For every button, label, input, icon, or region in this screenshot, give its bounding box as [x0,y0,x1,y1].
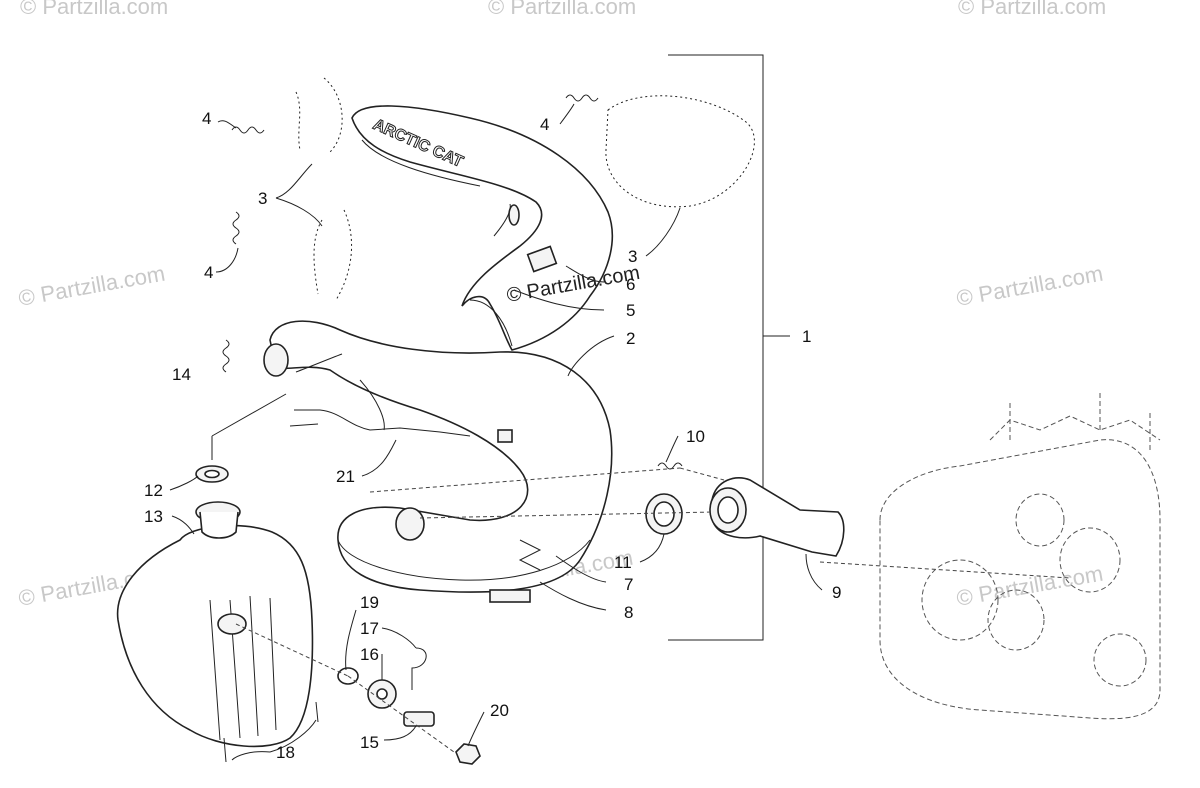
callout-15: 15 [360,733,379,752]
spring-10 [657,462,683,470]
callout-16: 16 [360,645,379,664]
callout-8: 8 [624,603,633,622]
watermark-bottom-right: © Partzilla.com [955,561,1105,611]
watermark-top-left: © Partzilla.com [20,0,168,19]
heat-shield-cover: ARCTIC CAT [351,105,614,351]
callout-5: 5 [626,301,635,320]
callout-7: 7 [624,575,633,594]
callout-10: 10 [686,427,705,446]
silencer-muffler [116,501,319,763]
callout-14: 14 [172,365,191,384]
callout-3-right: 3 [628,247,637,266]
callout-21: 21 [336,467,355,486]
clamp-straps [295,77,755,301]
engine-outline [879,390,1161,720]
callout-2: 2 [626,329,635,348]
springs-4 [231,94,599,245]
callout-3-left: 3 [258,189,267,208]
callout-19: 19 [360,593,379,612]
callout-17: 17 [360,619,379,638]
exhaust-manifold [709,476,845,557]
watermark-top-center: © Partzilla.com [488,0,636,19]
nut-20 [455,743,481,765]
callout-20: 20 [490,701,509,720]
callout-13: 13 [144,507,163,526]
stud-15 [403,711,435,727]
callout-6: 6 [626,275,635,294]
small-parts [195,339,683,765]
callout-4-top: 4 [540,115,549,134]
callout-18: 18 [276,743,295,762]
watermark-mid-right: © Partzilla.com [955,261,1105,311]
watermark-top-right: © Partzilla.com [958,0,1106,19]
callout-numbers: 1 2 3 3 4 4 4 5 6 7 8 9 10 11 12 13 14 1… [144,109,841,762]
leader-lines [169,103,1071,761]
callout-12: 12 [144,481,163,500]
callout-1: 1 [802,327,811,346]
watermark-mid-left: © Partzilla.com [17,261,167,311]
assembly-bracket [668,54,790,641]
expansion-chamber [263,320,613,603]
spring-14 [222,339,230,373]
callout-9: 9 [832,583,841,602]
callout-11: 11 [614,553,632,572]
callout-4-top-left: 4 [202,109,211,128]
callout-4-left: 4 [204,263,213,282]
sensor-wire [289,409,513,443]
cotter-pin-17 [411,647,427,690]
